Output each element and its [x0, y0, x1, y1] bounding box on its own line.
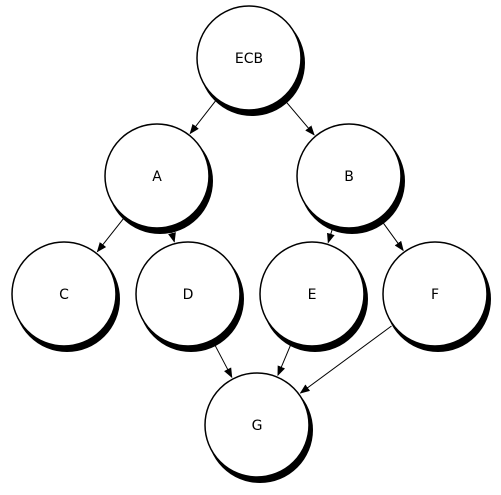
edges-layer — [96, 98, 404, 394]
node-e[interactable]: E — [259, 241, 368, 352]
edge-f-to-g — [299, 325, 392, 394]
edge-e-to-g — [277, 343, 292, 377]
node-g[interactable]: G — [204, 372, 313, 483]
node-f-circle — [382, 241, 488, 347]
node-b-circle — [296, 123, 402, 229]
edge-ecb-to-a — [189, 100, 217, 135]
node-c[interactable]: C — [11, 241, 120, 352]
edge-b-to-f — [380, 219, 404, 252]
node-b-label: B — [344, 169, 354, 185]
node-f[interactable]: F — [382, 241, 491, 352]
node-f-label: F — [431, 287, 439, 303]
edge-ecb-to-b — [283, 98, 315, 136]
node-a-circle — [104, 123, 210, 229]
edge-a-to-c — [96, 218, 124, 253]
node-c-circle — [11, 241, 117, 347]
node-a[interactable]: A — [104, 123, 213, 234]
node-e-circle — [259, 241, 365, 347]
node-g-label: G — [252, 418, 263, 434]
edge-d-to-g — [212, 341, 233, 379]
node-e-label: E — [308, 287, 317, 303]
node-d-circle — [135, 241, 241, 347]
node-a-label: A — [152, 169, 162, 185]
node-c-label: C — [59, 287, 69, 303]
node-g-circle — [204, 372, 310, 478]
node-d-label: D — [183, 287, 194, 303]
nodes-layer: ECB A B C D E F G — [11, 5, 491, 483]
node-b[interactable]: B — [296, 123, 405, 234]
node-d[interactable]: D — [135, 241, 244, 352]
node-ecb-circle — [196, 5, 302, 111]
node-ecb-label: ECB — [235, 51, 263, 67]
node-ecb[interactable]: ECB — [196, 5, 305, 116]
